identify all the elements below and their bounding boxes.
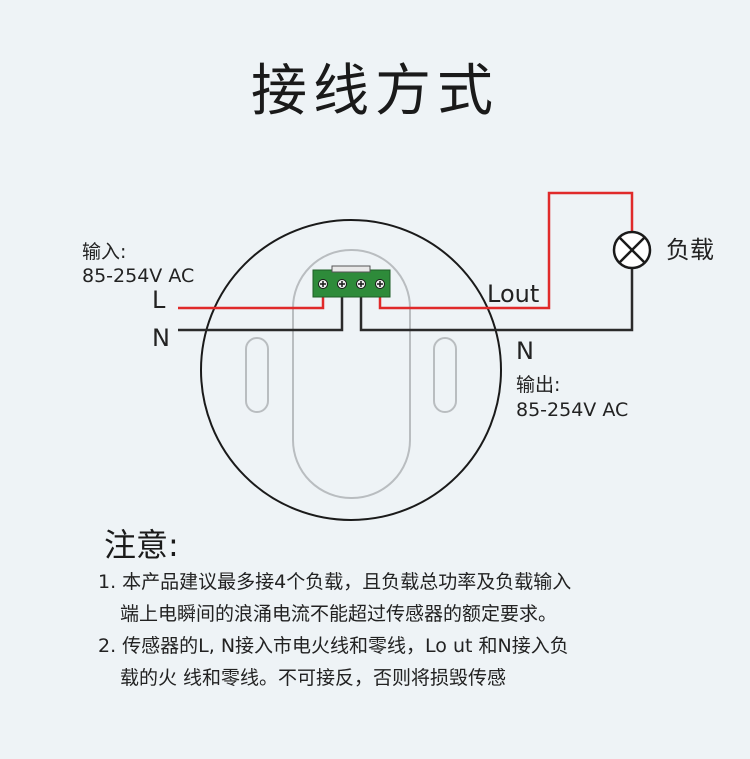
sensor-right-slot [433, 337, 457, 413]
notes-list: 1. 本产品建议最多接4个负载，且负载总功率及负载输入 端上电瞬间的浪涌电流不能… [98, 566, 698, 694]
output-neutral-wire [359, 268, 634, 332]
input-N-label: N [152, 324, 170, 352]
notes-title: 注意: [104, 526, 179, 564]
output-voltage: 85-254V AC [516, 399, 629, 421]
page-title: 接线方式 [251, 59, 499, 124]
note-line: 1. 本产品建议最多接4个负载，且负载总功率及负载输入 [98, 571, 572, 593]
input-voltage: 85-254V AC [82, 265, 195, 287]
sensor-left-slot [245, 337, 269, 413]
load-label: 负载 [666, 236, 714, 264]
note-line: 端上电瞬间的浪涌电流不能超过传感器的额定要求。 [120, 603, 558, 625]
note-item: 2. 传感器的L, N接入市电火线和零线，Lo ut 和N接入负 载的火 线和零… [98, 630, 698, 694]
output-N-label: N [516, 337, 534, 365]
note-line: 载的火 线和零线。不可接反，否则将损毁传感 [120, 667, 507, 689]
input-L-label: L [152, 286, 166, 314]
note-line: 2. 传感器的L, N接入市电火线和零线，Lo ut 和N接入负 [98, 635, 569, 657]
output-label: 输出: [516, 374, 561, 396]
sensor-inner-window [292, 249, 411, 499]
output-live-wire [378, 191, 634, 310]
terminal-block-top [331, 265, 371, 273]
input-neutral-wire [178, 288, 344, 332]
output-Lout-label: Lout [487, 280, 540, 308]
load-lamp-icon [612, 230, 652, 270]
note-item: 1. 本产品建议最多接4个负载，且负载总功率及负载输入 端上电瞬间的浪涌电流不能… [98, 566, 698, 630]
input-label: 输入: [82, 241, 127, 263]
sensor-body [200, 219, 502, 521]
